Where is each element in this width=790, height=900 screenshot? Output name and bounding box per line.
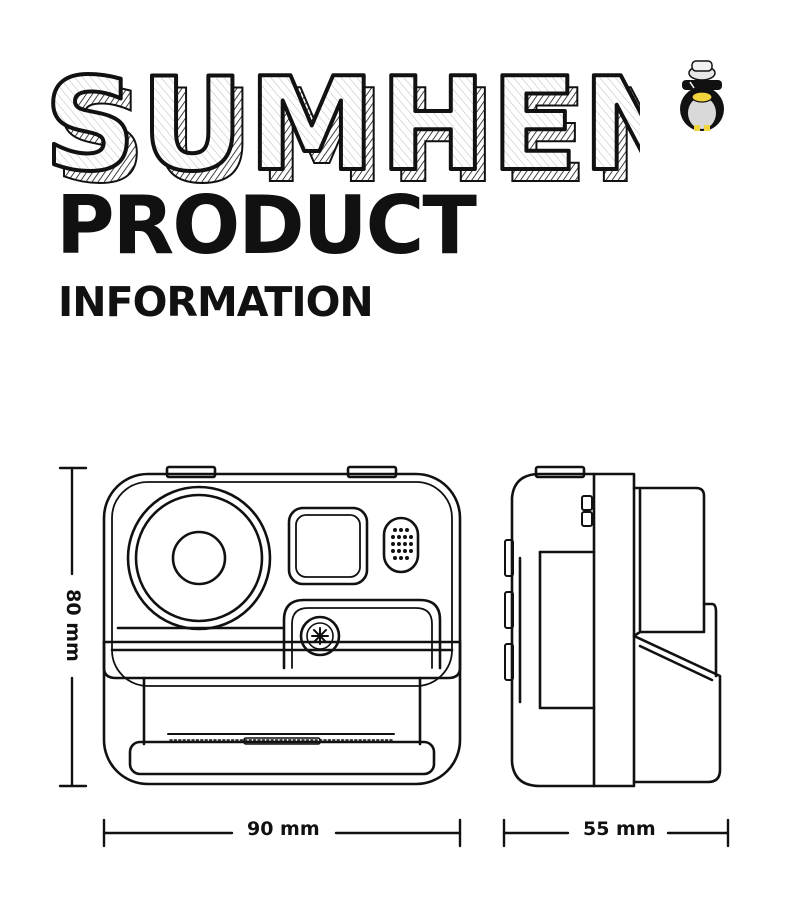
brand-wordmark: SUMHEN SUMHEN SUMHEN <box>42 55 640 195</box>
camera-side-view <box>504 465 722 788</box>
flash-module <box>282 598 442 670</box>
viewfinder <box>287 506 369 586</box>
lens <box>126 485 272 631</box>
brand-shadow: SUMHEN <box>54 63 640 195</box>
dimension-lines <box>58 466 730 848</box>
camera-front-view <box>102 465 462 786</box>
speaker-grille <box>382 516 420 574</box>
brand-face-sketch: SUMHEN <box>44 55 640 195</box>
heading-product: PRODUCT <box>56 179 477 272</box>
paper-slot <box>128 740 436 776</box>
side-width-dimension-label: 55 mm <box>573 820 666 839</box>
product-dimension-drawing <box>58 465 730 848</box>
front-width-dimension-label: 90 mm <box>237 820 330 839</box>
duck-mascot-icon <box>680 60 724 131</box>
height-dimension-label: 80 mm <box>62 581 84 670</box>
heading-information: INFORMATION <box>58 278 374 326</box>
brand-face: SUMHEN <box>44 55 640 195</box>
